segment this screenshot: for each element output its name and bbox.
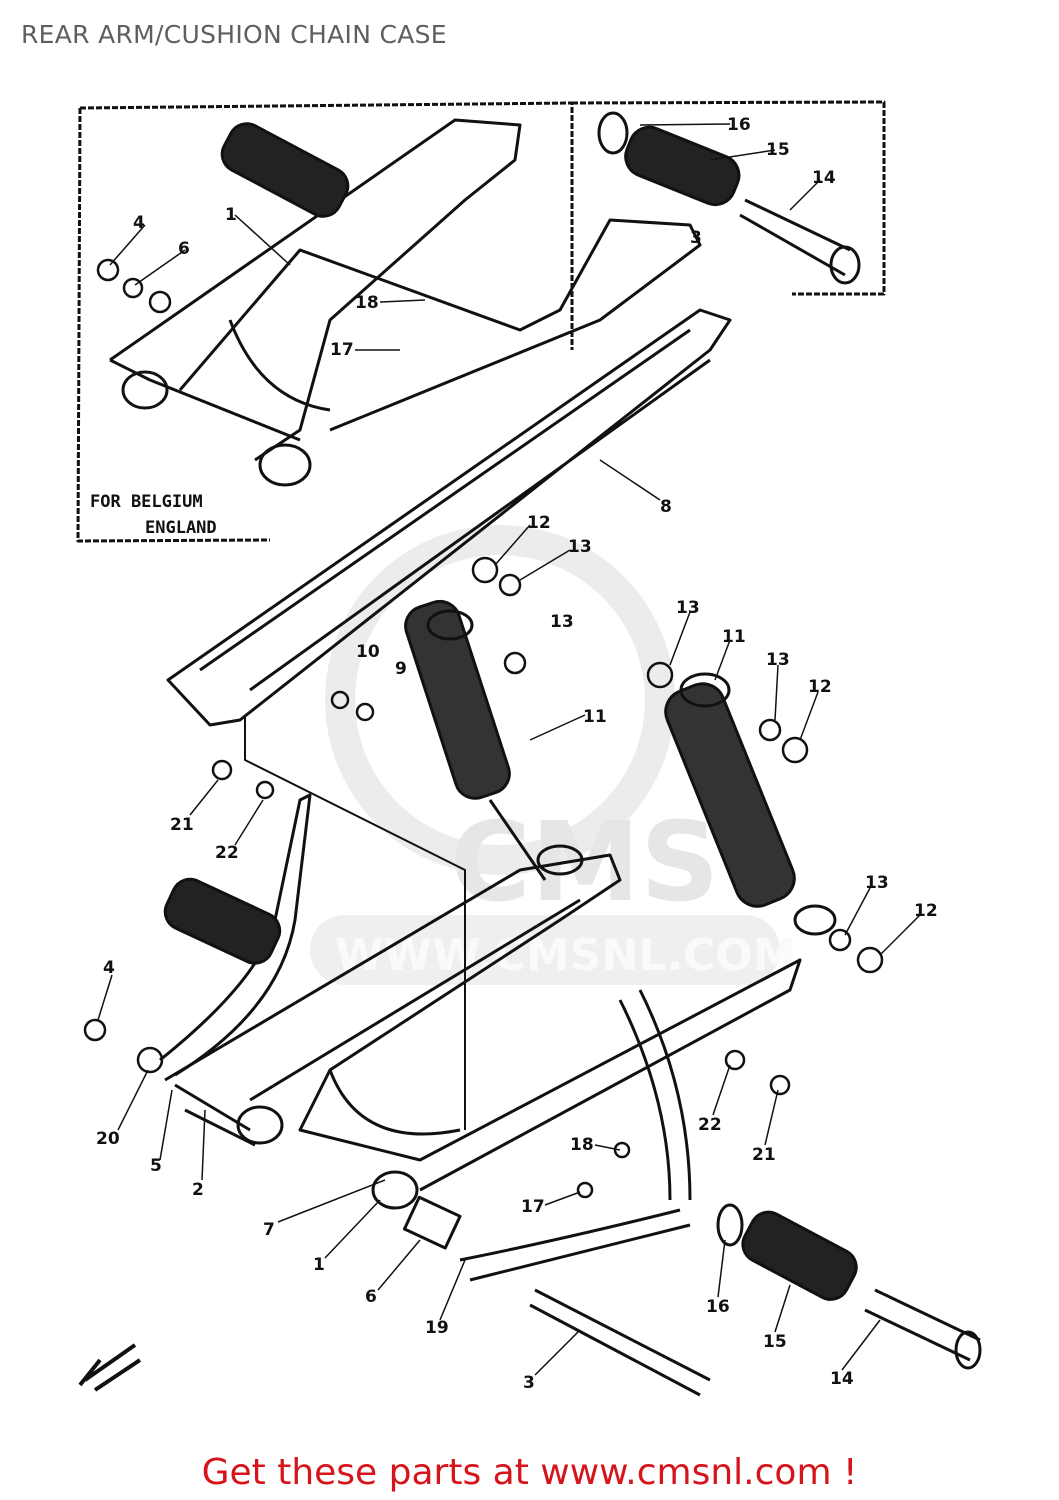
callout-17: 17 xyxy=(330,340,354,360)
callout-21: 21 xyxy=(752,1145,776,1165)
callout-labels: 1461817161514381213109131113111312212242… xyxy=(96,115,938,1393)
callout-22: 22 xyxy=(698,1115,722,1135)
callout-4: 4 xyxy=(103,958,115,978)
callout-3: 3 xyxy=(523,1373,535,1393)
callout-9: 9 xyxy=(395,659,407,679)
callout-15: 15 xyxy=(766,140,790,160)
callout-12: 12 xyxy=(808,677,832,697)
inset-grip xyxy=(220,122,350,218)
callout-13: 13 xyxy=(865,873,889,893)
callout-12: 12 xyxy=(914,901,938,921)
callout-16: 16 xyxy=(727,115,751,135)
front-arrow-icon xyxy=(78,1343,142,1392)
callout-1: 1 xyxy=(225,205,237,225)
callout-13: 13 xyxy=(676,598,700,618)
right-footrest-bracket xyxy=(459,989,692,1282)
callout-3: 3 xyxy=(690,228,702,248)
footer-link[interactable]: Get these parts at www.cmsnl.com ! xyxy=(201,1452,858,1493)
callout-13: 13 xyxy=(568,537,592,557)
leader-lines xyxy=(97,123,921,1376)
rear-arm xyxy=(164,853,802,1192)
page-title: REAR ARM/CUSHION CHAIN CASE xyxy=(21,20,447,49)
callout-5: 5 xyxy=(150,1156,162,1176)
callout-17: 17 xyxy=(521,1197,545,1217)
callout-14: 14 xyxy=(830,1369,854,1389)
callout-6: 6 xyxy=(178,239,190,259)
pivot-shaft xyxy=(529,1288,711,1397)
callout-18: 18 xyxy=(355,293,379,313)
left-footrest-bracket xyxy=(159,793,312,1077)
callout-10: 10 xyxy=(356,642,380,662)
callout-20: 20 xyxy=(96,1129,120,1149)
callout-6: 6 xyxy=(365,1287,377,1307)
inset-rear-arm xyxy=(109,118,702,462)
callout-16: 16 xyxy=(706,1297,730,1317)
watermark-url: WWW.CMSNL.COM xyxy=(335,930,797,981)
callout-1: 1 xyxy=(313,1255,325,1275)
callout-11: 11 xyxy=(583,707,607,727)
callout-19: 19 xyxy=(425,1318,449,1338)
chain-case xyxy=(166,308,732,727)
callout-15: 15 xyxy=(763,1332,787,1352)
callout-18: 18 xyxy=(570,1135,594,1155)
callout-12: 12 xyxy=(527,513,551,533)
inset-note-line2: ENGLAND xyxy=(145,518,217,538)
callout-21: 21 xyxy=(170,815,194,835)
callout-4: 4 xyxy=(133,213,145,233)
watermark-logo: CMS xyxy=(450,798,719,926)
callout-14: 14 xyxy=(812,168,836,188)
callout-2: 2 xyxy=(192,1180,204,1200)
callout-7: 7 xyxy=(263,1220,275,1240)
inset-box xyxy=(76,100,886,543)
callout-13: 13 xyxy=(766,650,790,670)
callout-8: 8 xyxy=(660,497,672,517)
callout-22: 22 xyxy=(215,843,239,863)
inset-note-line1: FOR BELGIUM xyxy=(90,492,203,512)
right-shock xyxy=(664,672,837,936)
callout-13: 13 xyxy=(550,612,574,632)
callout-11: 11 xyxy=(722,627,746,647)
